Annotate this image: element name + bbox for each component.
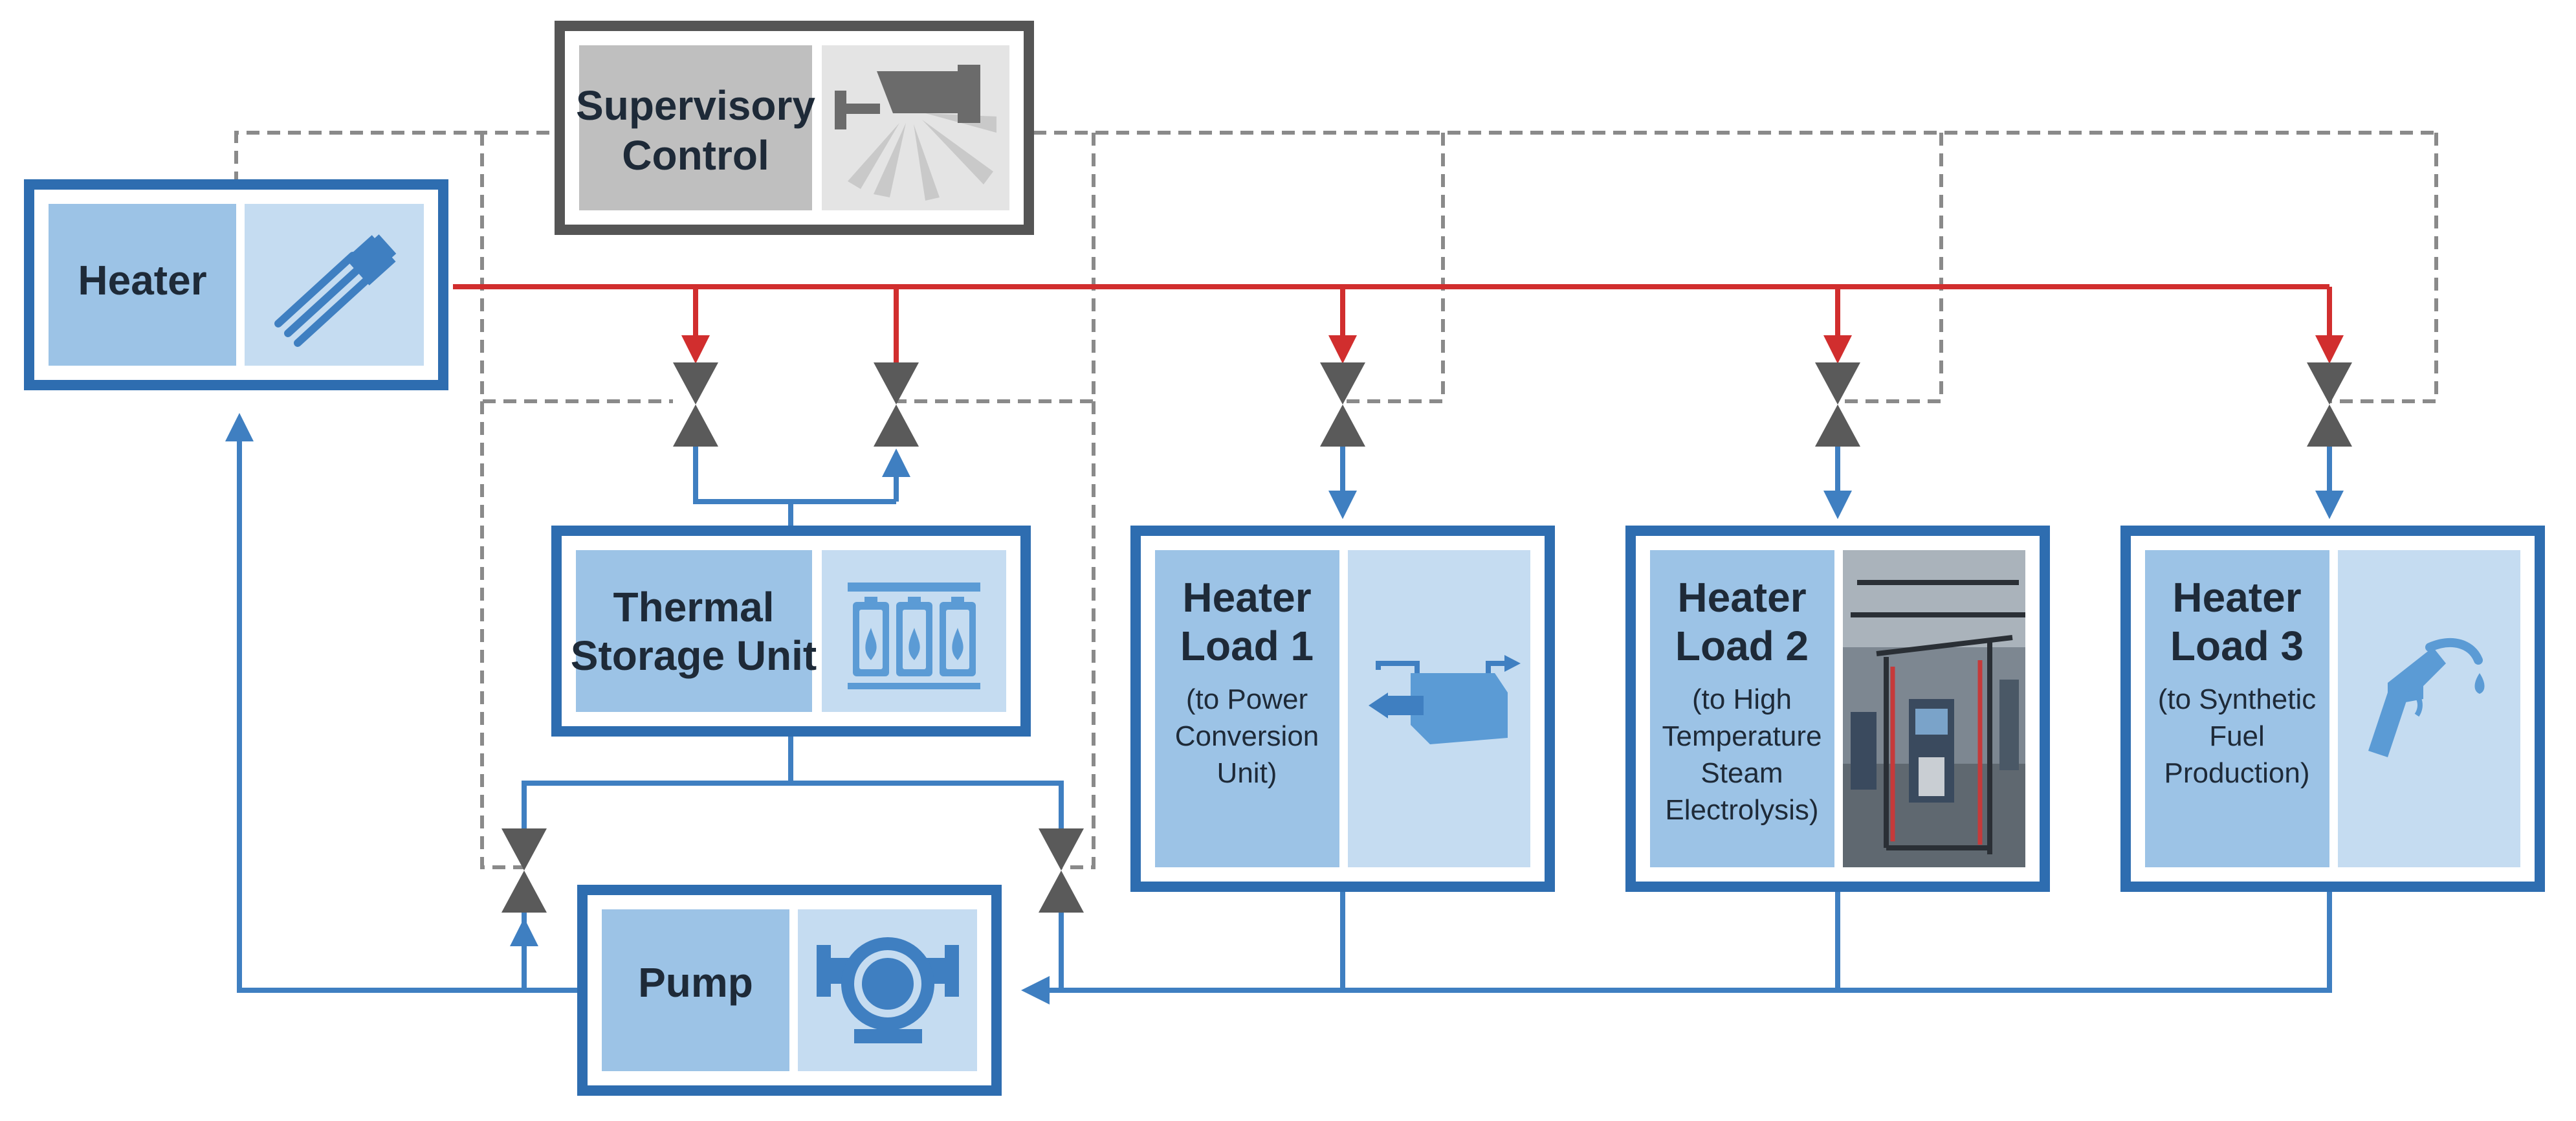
load1-sub-line3: Unit) (1217, 757, 1277, 789)
thermal-storage-box[interactable]: Thermal Storage Unit (551, 526, 1031, 737)
pump-to-heater (225, 413, 582, 993)
valve-storage-right[interactable] (874, 362, 919, 447)
load2-sub-line4: Electrolysis) (1665, 794, 1818, 826)
thermal-storage-label-line1: Thermal (613, 584, 775, 630)
valve-load3[interactable] (2307, 362, 2352, 447)
security-camera-icon (835, 65, 996, 201)
valve-storage-left[interactable] (673, 362, 718, 447)
heater-load-1-box[interactable]: Heater Load 1 (to Power Conversion Unit) (1130, 526, 1555, 892)
load3-title-line2: Load 3 (2170, 623, 2304, 669)
loads-return-header (1021, 887, 2332, 1004)
thermal-storage-label-line2: Storage Unit (571, 632, 817, 679)
control-line-storage-loop-right (896, 133, 1095, 403)
hot-supply-lines (453, 284, 2344, 375)
return-lines (225, 413, 2344, 1004)
load2-title-line1: Heater (1677, 574, 1806, 621)
load1-title-line2: Load 1 (1180, 623, 1314, 669)
load3-sub-line3: Production) (2164, 757, 2309, 789)
valves (501, 362, 2352, 913)
valve-load2[interactable] (1815, 362, 1860, 447)
load2-sub-line1: (to High (1692, 683, 1792, 715)
load2-title-line2: Load 2 (1675, 623, 1809, 669)
load2-sub-line2: Temperature (1662, 720, 1822, 752)
heater-label: Heater (78, 257, 206, 304)
load3-title-line1: Heater (2172, 574, 2301, 621)
heater-load-2-box[interactable]: Heater Load 2 (to High Temperature Steam… (1625, 526, 2050, 892)
supervisory-label-line1: Supervisory (576, 82, 815, 129)
heater-box[interactable]: Heater (24, 179, 448, 390)
control-line-load3 (2329, 133, 2438, 403)
valve-pump-left[interactable] (501, 828, 547, 913)
control-line-load2 (1838, 133, 1943, 403)
pump-box[interactable]: Pump (577, 885, 1002, 1096)
facility-photo (1843, 550, 2025, 867)
control-signal-lines (234, 131, 2438, 869)
load1-sub-line1: (to Power (1186, 683, 1308, 715)
load3-sub-line2: Fuel (2209, 720, 2265, 752)
control-line-storage-loop-left (480, 133, 673, 403)
battery-storage-icon (848, 583, 980, 689)
load1-title-line1: Heater (1182, 574, 1311, 621)
valve-pump-right[interactable] (1039, 828, 1084, 913)
storage-bottom-branch (522, 781, 1064, 828)
fuel-nozzle-icon (2368, 638, 2485, 757)
control-line-heater (234, 131, 2436, 184)
heating-element-icon (274, 234, 397, 347)
load2-sub-line3: Steam (1701, 757, 1783, 789)
storage-top-branch (693, 447, 896, 504)
supervisory-label-line2: Control (622, 132, 769, 179)
load3-sub-line1: (to Synthetic (2158, 683, 2317, 715)
control-line-pump-right (1061, 401, 1095, 869)
power-conversion-icon (1369, 655, 1521, 744)
load1-sub-line2: Conversion (1175, 720, 1319, 752)
control-line-load1 (1343, 133, 1445, 403)
supervisory-control-box[interactable]: Supervisory Control (555, 21, 1034, 235)
pump-icon (817, 937, 959, 1043)
valve-load1[interactable] (1320, 362, 1365, 447)
heater-load-3-box[interactable]: Heater Load 3 (to Synthetic Fuel Product… (2120, 526, 2545, 892)
pump-label: Pump (638, 959, 753, 1006)
control-line-pump-left (480, 401, 524, 869)
